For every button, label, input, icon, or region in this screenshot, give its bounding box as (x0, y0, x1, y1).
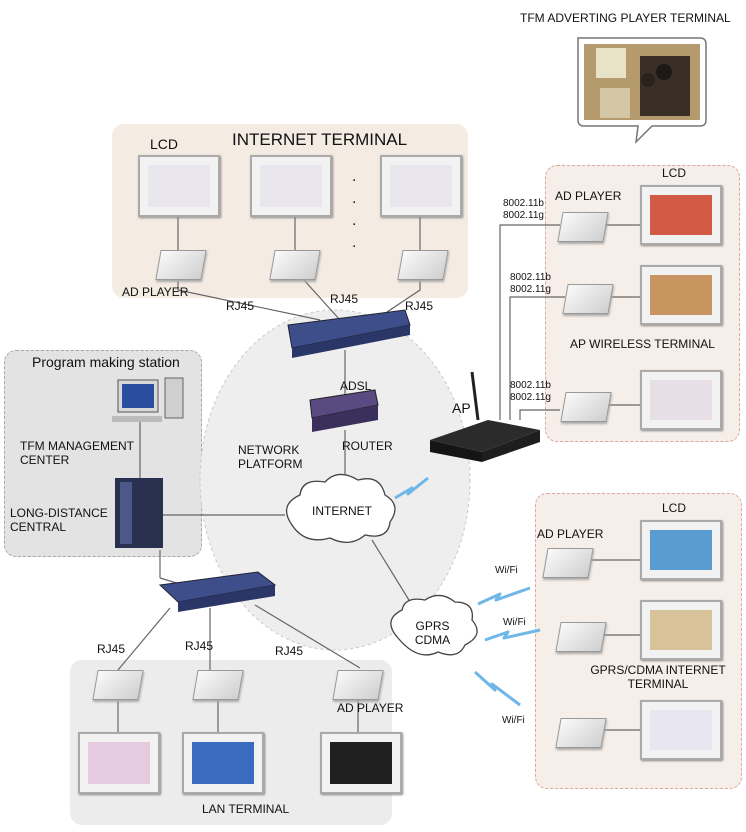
gprs-lcd-label: LCD (662, 501, 687, 515)
rj45-label: RJ45 (97, 642, 126, 656)
program-station-title: Program making station (32, 354, 180, 370)
rj45-label: RJ45 (226, 299, 255, 313)
lcd-screen (320, 732, 402, 794)
ap-std-g-label: 8002.11g (510, 392, 551, 403)
ap-std-b-label: 8002.11b (510, 380, 551, 391)
lcd-screen (182, 732, 264, 794)
lcd-screen (640, 700, 722, 760)
ad-player-device (557, 212, 609, 242)
internet-terminal-lcd-label: LCD (150, 136, 179, 152)
gprs-terminal-title: GPRS/CDMA INTERNET TERMINAL (590, 663, 726, 691)
ellipsis-dots: . (352, 234, 357, 251)
network-platform-label: NETWORK PLATFORM (238, 443, 303, 471)
ad-player-device (332, 670, 384, 700)
rj45-label: RJ45 (330, 292, 359, 306)
ellipsis-dots: . (352, 168, 357, 185)
gprs-cloud (390, 594, 478, 656)
rj45-label: RJ45 (405, 299, 434, 313)
wifi-label: Wi/Fi (503, 617, 526, 628)
lcd-screen (640, 520, 722, 580)
ad-player-device (542, 548, 594, 578)
router-device (309, 389, 379, 432)
gprs-adplayer-label: AD PLAYER (537, 527, 604, 541)
server-tower (115, 478, 163, 548)
ad-player-device (155, 250, 207, 280)
lcd-screen (380, 155, 462, 217)
lcd-screen (640, 370, 722, 430)
ap-std-b-label: 8002.11b (510, 272, 551, 283)
ap-adplayer-label: AD PLAYER (555, 189, 622, 203)
ellipsis-dots: . (352, 212, 357, 229)
advert-bubble (577, 37, 707, 145)
ap-std-b-label: 8002.11b (503, 198, 544, 209)
bubble-title: TFM ADVERTING PLAYER TERMINAL (520, 11, 731, 25)
ad-player-device (562, 284, 614, 314)
ad-player-device (397, 250, 449, 280)
ap-label: AP (452, 400, 471, 416)
switch-lan (158, 571, 277, 612)
switch-top (287, 309, 411, 358)
ap-lcd-label: LCD (662, 166, 687, 180)
rj45-label: RJ45 (275, 644, 304, 658)
ad-player-device (560, 392, 612, 422)
rj45-label: RJ45 (185, 639, 214, 653)
ad-player-device (92, 670, 144, 700)
ap-std-g-label: 8002.11g (503, 210, 544, 221)
internet-terminal-adplayer-label: AD PLAYER (122, 285, 189, 299)
gprs-cloud-label: GPRS CDMA (414, 619, 451, 647)
ellipsis-dots: . (352, 190, 357, 207)
internet-cloud-label: INTERNET (312, 504, 372, 518)
internet-cloud (285, 473, 396, 543)
lcd-screen (640, 185, 722, 245)
wifi-label: Wi/Fi (502, 715, 525, 726)
lcd-screen (138, 155, 220, 217)
long-distance-label: LONG-DISTANCE CENTRAL (10, 506, 108, 534)
lcd-screen (640, 265, 722, 325)
mgmt-center-label: TFM MANAGEMENT CENTER (20, 439, 134, 467)
ad-player-device (192, 670, 244, 700)
adsl-label: ADSL (340, 379, 372, 393)
ad-player-device (269, 250, 321, 280)
ad-player-device (555, 718, 607, 748)
lcd-screen (78, 732, 160, 794)
lcd-screen (250, 155, 332, 217)
pc-workstation (112, 377, 184, 422)
internet-terminal-title: INTERNET TERMINAL (232, 130, 408, 149)
lan-adplayer-label: AD PLAYER (337, 701, 404, 715)
wifi-label: Wi/Fi (495, 565, 518, 576)
lcd-screen (640, 600, 722, 660)
router-label: ROUTER (342, 439, 393, 453)
ap-std-g-label: 8002.11g (510, 284, 551, 295)
ad-player-device (555, 622, 607, 652)
ap-wireless-title: AP WIRELESS TERMINAL (570, 337, 715, 351)
ap-device (430, 371, 540, 462)
lan-terminal-title: LAN TERMINAL (202, 802, 290, 816)
